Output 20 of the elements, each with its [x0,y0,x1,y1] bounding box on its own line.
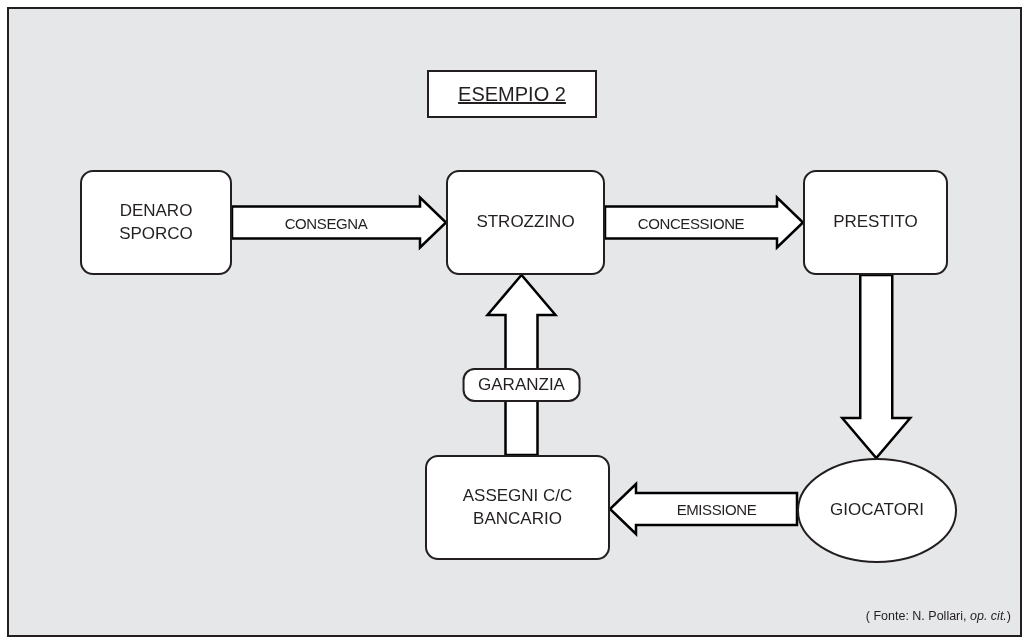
block-arrow [608,481,799,537]
ellipse-node [797,458,957,563]
block-arrow [603,194,805,251]
process-box [80,170,232,275]
node-label: GIOCATORI [829,499,925,522]
node-label: ASSEGNI C/C BANCARIO [461,484,574,530]
block-arrow [230,194,448,251]
edge-label: CONCESSIONE [637,214,745,231]
edge-label: CONSEGNA [284,214,368,231]
node-label: DENARO SPORCO [118,199,194,245]
source-note: ( Fonte: N. Pollari, op. cit.) [865,609,1011,623]
process-box [446,170,605,275]
title: ESEMPIO 2 [458,82,566,106]
node-label: PRESTITO [832,211,919,234]
edge-label: EMISSIONE [676,500,757,518]
block-arrow [839,273,913,460]
process-box [425,455,610,560]
process-box [803,170,948,275]
node-label: STROZZINO [475,211,576,234]
edge-label-tag: GARANZIA [462,368,581,402]
